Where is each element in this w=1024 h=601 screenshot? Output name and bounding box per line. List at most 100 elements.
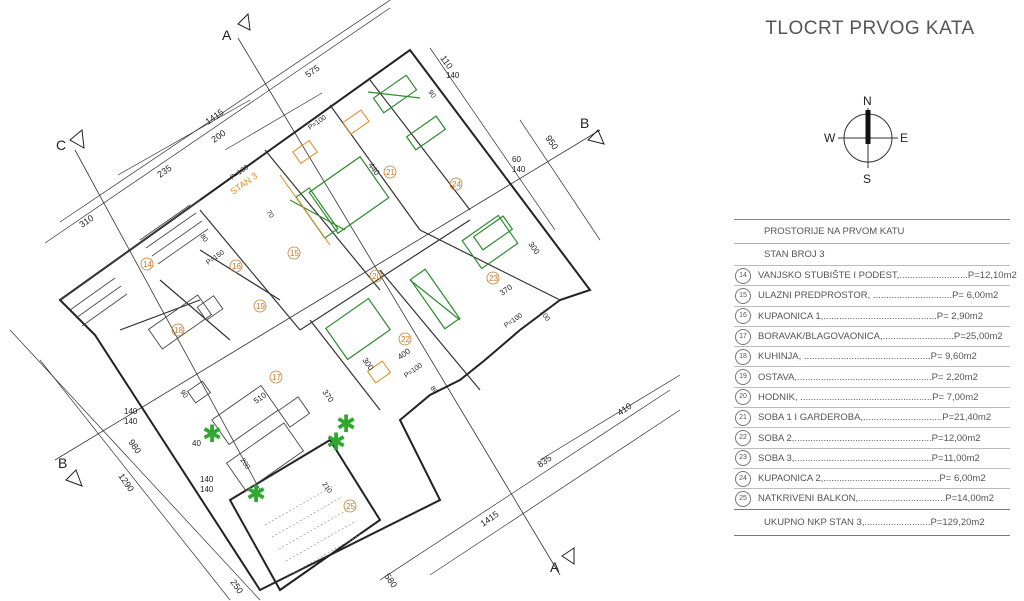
section-arrows [65, 12, 605, 565]
svg-text:580: 580 [382, 571, 399, 589]
section-lines [54, 37, 601, 576]
room-number-badge: 24 [735, 470, 751, 487]
room-25: 25 [346, 502, 355, 511]
room-area-text: KUPAONICA 2,............................… [758, 473, 986, 485]
room-area-text: HODNIK, ................................… [758, 391, 979, 403]
room-number-badge: 16 [735, 308, 751, 325]
living-furniture [147, 294, 311, 492]
room-area-text: SOBA 2,.................................… [758, 432, 981, 444]
room-15: 15 [290, 249, 299, 258]
schedule-header: PROSTORIJE NA PRVOM KATU [764, 226, 905, 237]
room-23: 23 [489, 274, 498, 283]
exterior-walls [58, 48, 592, 592]
wardrobes [289, 74, 514, 330]
schedule-row: 19 OSTAVA,...............................… [734, 366, 1010, 386]
svg-text:110: 110 [438, 53, 454, 70]
schedule-row: 20 HODNIK, ..............................… [734, 386, 1010, 407]
room-14: 14 [143, 260, 152, 269]
svg-text:370: 370 [320, 388, 335, 405]
room-number-badge: 22 [735, 430, 751, 447]
small-furniture [279, 109, 392, 384]
room-area-text: SOBA 1 I GARDEROBA,.....................… [758, 412, 992, 424]
svg-text:140: 140 [124, 407, 138, 416]
room-number-badge: 15 [735, 287, 751, 304]
svg-text:40: 40 [192, 439, 201, 448]
room-markers: 14 15 16 17 18 19 20 21 22 23 24 25 [140, 165, 500, 513]
outer-dimensions: 575 1415 200 235 310 110 950 410 835 141… [77, 53, 633, 595]
svg-text:1415: 1415 [203, 107, 225, 127]
svg-text:80: 80 [198, 233, 208, 243]
plants: ✱ ✱ ✱ ✱ [202, 411, 356, 508]
svg-text:140: 140 [512, 165, 526, 174]
schedule-row: 25 NATKRIVENI BALKON,....................… [734, 488, 1010, 508]
svg-text:310: 310 [77, 213, 95, 230]
interior-walls [119, 79, 561, 411]
svg-text:140: 140 [446, 71, 460, 80]
svg-text:300: 300 [526, 240, 541, 257]
svg-text:210: 210 [320, 481, 332, 495]
room-schedule: PROSTORIJE NA PRVOM KATU STAN BROJ 3 14 V… [734, 219, 1017, 536]
svg-text:980: 980 [126, 437, 143, 455]
apartment-name: STAN BROJ 3 [734, 243, 1010, 265]
room-18: 18 [174, 326, 183, 335]
room-area-text: VANJSKO STUBIŠTE I PODEST,..............… [758, 270, 1017, 282]
svg-text:235: 235 [155, 163, 173, 180]
room-number-badge: 19 [735, 369, 751, 386]
svg-text:1290: 1290 [116, 471, 136, 493]
floor-plan-drawing: ✱ ✱ ✱ ✱ A A B B C STAN 3 14 15 16 17 18 … [9, 0, 681, 601]
svg-text:90: 90 [178, 389, 188, 399]
section-b-right: B [580, 115, 589, 131]
svg-text:70: 70 [264, 209, 274, 219]
svg-text:835: 835 [535, 453, 553, 470]
svg-text:200: 200 [238, 457, 250, 471]
schedule-total: UKUPNO NKP STAN 3,......................… [734, 508, 1010, 536]
room-16: 16 [232, 262, 241, 271]
room-number-badge: 23 [735, 450, 751, 467]
drawing-title: TLOCRT PRVOG KATA [765, 18, 975, 39]
svg-text:300: 300 [360, 356, 375, 373]
svg-text:140: 140 [124, 417, 138, 426]
room-area-text: OSTAVA,.................................… [758, 371, 978, 383]
section-c: C [56, 137, 66, 153]
svg-text:200: 200 [209, 128, 227, 145]
compass-east: E [900, 131, 908, 145]
svg-text:410: 410 [615, 401, 633, 418]
beds [308, 155, 519, 361]
svg-text:P=100: P=100 [503, 312, 524, 330]
section-markers: A A B B C [56, 27, 589, 575]
svg-text:✱: ✱ [202, 421, 222, 448]
svg-text:✱: ✱ [326, 429, 346, 456]
opening-labels: P=100 P=100 P=150 P=100 P=100 90 80 70 9… [178, 89, 550, 495]
room-17: 17 [272, 373, 281, 382]
svg-text:P=100: P=100 [403, 362, 424, 380]
room-area-text: ULAZNI PREDPROSTOR, ....................… [758, 290, 999, 302]
svg-text:60: 60 [512, 155, 521, 164]
compass-rose: N E S W [824, 94, 908, 186]
svg-text:400: 400 [396, 346, 413, 361]
room-20: 20 [372, 272, 381, 281]
section-a-bottom: A [550, 559, 560, 575]
section-b-left: B [58, 455, 67, 471]
room-number-badge: 20 [735, 389, 751, 406]
schedule-row: 23 SOBA 3,...............................… [734, 447, 1010, 468]
room-number-badge: 25 [735, 490, 751, 507]
svg-text:440: 440 [366, 161, 381, 178]
balcony-grid [264, 484, 364, 574]
room-area-text: NATKRIVENI BALKON,......................… [758, 493, 995, 505]
room-24: 24 [452, 180, 461, 189]
schedule-row: 14 VANJSKO STUBIŠTE I PODEST,............… [734, 265, 1017, 285]
svg-text:✱: ✱ [246, 481, 266, 508]
room-19: 19 [256, 302, 265, 311]
compass-north: N [863, 94, 872, 108]
room-area-text: KUHINJA, ...............................… [758, 351, 977, 363]
room-22: 22 [401, 335, 410, 344]
room-area-text: KUPAONICA 1,............................… [758, 310, 983, 322]
room-21: 21 [386, 168, 395, 177]
room-area-text: SOBA 3,.................................… [758, 452, 980, 464]
room-number-badge: 14 [735, 267, 751, 284]
svg-text:1415: 1415 [478, 509, 500, 529]
svg-text:950: 950 [543, 133, 560, 151]
